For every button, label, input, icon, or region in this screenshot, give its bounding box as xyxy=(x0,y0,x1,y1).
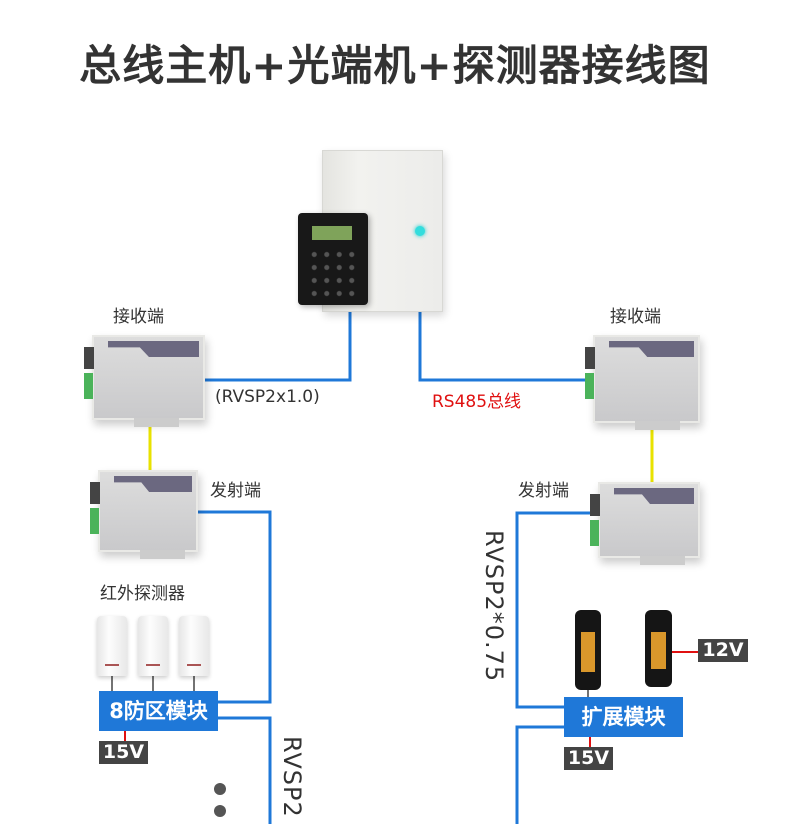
rs485-label: RS485总线 xyxy=(432,392,522,412)
right-continue-wire xyxy=(515,725,564,824)
beam-voltage-badge: 12V xyxy=(698,639,748,662)
right-transmitter-wire xyxy=(515,511,590,709)
right-transmitter-device xyxy=(590,482,700,565)
right-receiver-device xyxy=(585,335,700,430)
left-zone-module: 8防区模块 xyxy=(99,691,218,731)
left-receiver-device xyxy=(84,335,205,427)
pir-detectors-label: 红外探测器 xyxy=(100,584,185,604)
ellipsis-dot xyxy=(214,805,226,817)
right-vertical-cable-label: RVSP2*0.75 xyxy=(480,530,508,683)
right-receiver-label: 接收端 xyxy=(610,307,661,327)
pir-detector xyxy=(138,616,168,676)
rs485-wire xyxy=(418,312,595,382)
left-continue-wire xyxy=(218,716,272,824)
ellipsis-dot xyxy=(214,783,226,795)
left-transmitter-device xyxy=(90,470,198,559)
right-voltage-badge: 15V xyxy=(564,747,613,770)
left-transmitter-label: 发射端 xyxy=(210,481,261,501)
right-transmitter-label: 发射端 xyxy=(518,481,569,501)
keypad-screen xyxy=(312,226,352,240)
pir-detector xyxy=(179,616,209,676)
expansion-module: 扩展模块 xyxy=(564,697,683,737)
indicator-light-icon xyxy=(415,226,425,236)
keypad-keys xyxy=(308,248,358,300)
beam-detector xyxy=(645,610,672,687)
pir-detector xyxy=(97,616,127,676)
left-cable-label: (RVSP2x1.0) xyxy=(215,387,320,407)
left-transmitter-wire xyxy=(198,510,272,704)
beam-detector xyxy=(575,610,601,690)
left-voltage-badge: 15V xyxy=(99,741,148,764)
page-title: 总线主机+光端机+探测器接线图 xyxy=(79,41,711,90)
left-receiver-label: 接收端 xyxy=(113,307,164,327)
left-vertical-cable-label: RVSP2 xyxy=(278,736,306,818)
bus-wire-left xyxy=(205,305,352,382)
